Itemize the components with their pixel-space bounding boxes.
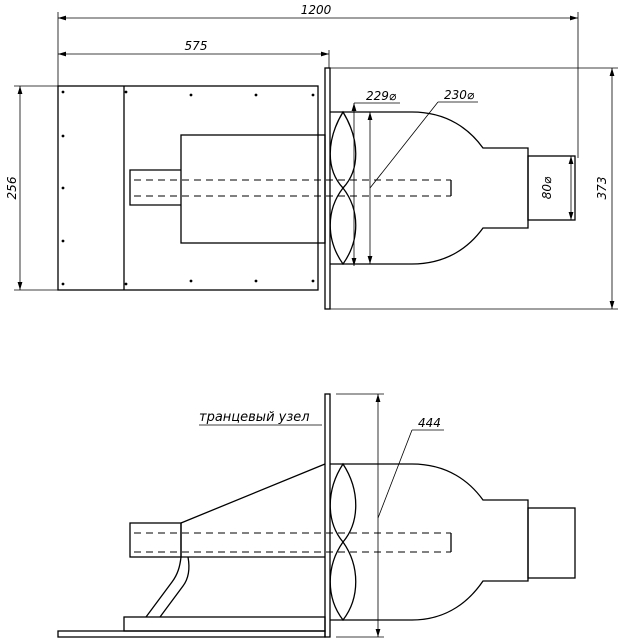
base-plate <box>57 85 319 291</box>
shaft-hidden-lines <box>134 179 452 197</box>
dimension-label-230: 230⌀ <box>444 88 475 102</box>
impeller-blade-top <box>329 110 357 189</box>
dimension-label-80: 80⌀ <box>540 176 554 199</box>
inner-housing <box>180 134 326 244</box>
side-shaft-stub <box>129 522 182 558</box>
dimension-label-373: 373 <box>595 177 609 200</box>
dimension-label-575: 575 <box>185 39 208 53</box>
side-impeller-blade-top <box>329 462 357 544</box>
side-base-plate <box>57 630 326 638</box>
dimension-80: 80⌀ <box>540 156 574 220</box>
outlet-pipe <box>527 155 576 221</box>
nozzle-body <box>330 111 529 265</box>
dimension-label-1200: 1200 <box>301 3 332 17</box>
dimension-label-444: 444 <box>418 416 441 430</box>
side-outlet-pipe <box>527 507 576 579</box>
shaft-stub <box>129 169 181 206</box>
side-bracket <box>145 556 190 618</box>
dimension-230: 230⌀ <box>367 88 478 264</box>
side-impeller-blade-bottom <box>329 540 357 622</box>
dimension-label-229: 229⌀ <box>366 89 397 103</box>
transom-plate <box>324 67 331 310</box>
side-transom-plate <box>324 393 331 638</box>
dimension-373: 373 <box>330 67 618 310</box>
dimension-256: 256 <box>5 85 58 291</box>
dimension-label-256: 256 <box>5 176 19 199</box>
side-shaft-hidden-lines <box>134 532 452 553</box>
side-nozzle-body <box>330 463 529 621</box>
side-base-block <box>123 616 326 632</box>
dimension-575: 575 <box>58 39 330 68</box>
side-view: транцевый узел 444 <box>57 393 576 638</box>
bolt-holes <box>61 90 315 286</box>
impeller-blade-bottom <box>329 186 357 266</box>
side-housing <box>180 463 326 558</box>
caption-transom-unit: транцевый узел <box>199 410 310 425</box>
top-view: 1200 575 256 373 <box>5 3 618 310</box>
dimension-229: 229⌀ <box>351 89 400 266</box>
dimension-444: 444 <box>336 393 444 638</box>
dimension-1200: 1200 <box>57 3 579 158</box>
